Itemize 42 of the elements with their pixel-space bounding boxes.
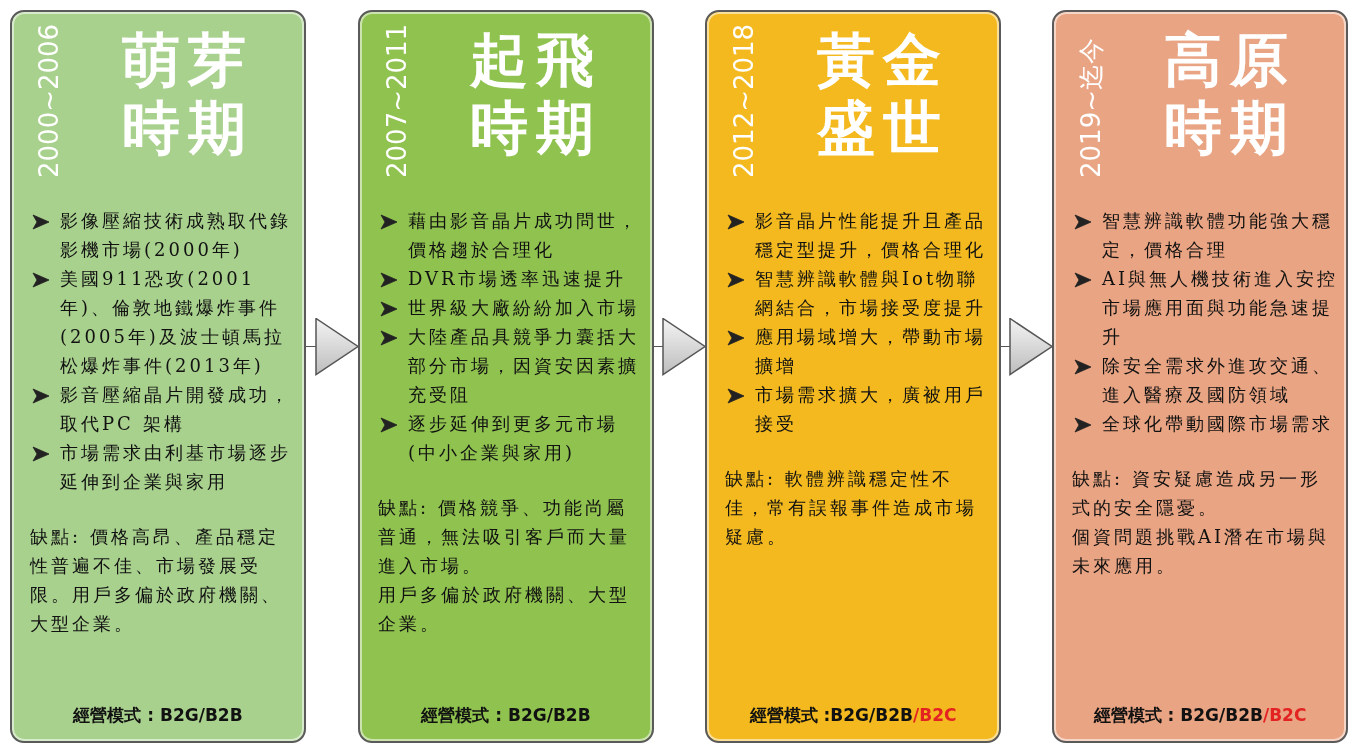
period-title: 起飛時期 [468,26,603,162]
bullet-text: 大陸產品具競爭力囊括大部分市場，因資安因素擴充受阻 [408,326,639,405]
period-title: 高原時期 [1163,26,1297,162]
bullet-text: 市場需求擴大，廣被用戶接受 [755,384,986,434]
period-title: 黃金盛世 [816,26,950,162]
bullet-text: AI與無人機技術進入安控市場應用面與功能急速提升 [1102,268,1339,347]
bullet-text: 市場需求由利基市場逐步延伸到企業與家用 [60,442,291,492]
business-model-text: 經營模式 : B2G/B2B [421,705,591,725]
period-panel [1052,10,1348,743]
business-model-extension: /B2C [1262,705,1307,725]
chevron-arrow [1000,317,1053,376]
drawback-text: 缺點: 資安疑慮造成另一形式的安全隱憂。 [1072,467,1322,520]
period-title: 萌芽時期 [121,26,255,162]
business-model-extension: /B2C [912,705,957,725]
bullet-text: 除安全需求外進攻交通、進入醫療及國防領域 [1102,355,1333,405]
period-panel [705,10,1001,743]
period-panel [10,10,306,743]
drawback-text: 缺點: 價格高昂、產品穩定性普遍不佳、市場發展受限。用戶多偏於政府機關、大型企業。 [30,525,283,636]
bullet-text: DVR市場透率迅速提升 [408,268,626,289]
bullet-text: 應用場域增大，帶動市場擴增 [755,326,986,376]
bullet-text: 全球化帶動國際市場需求 [1102,413,1333,434]
year-range-label: 2019~迄今 [1075,37,1107,178]
drawback-text: 用戶多偏於政府機關、大型企業。 [378,583,631,636]
business-model-text: 經營模式 :B2G/B2B [749,705,913,725]
bullet-text: 影音晶片性能提升且產品穩定型提升，價格合理化 [755,210,986,260]
bullet-text: 美國911恐攻(2001年)、倫敦地鐵爆炸事件(2005年)及波士頓馬拉松爆炸事件(2013年) [60,268,285,376]
drawback-text: 缺點: 價格競爭、功能尚屬普通，無法吸引客戶而大量進入市場。 [378,496,631,578]
year-range-label: 2007~2011 [381,28,413,178]
bullet-text: 藉由影音晶片成功問世，價格趨於合理化 [408,210,639,260]
bullet-text: 影像壓縮技術成熟取代錄影機市場(2000年) [60,210,291,260]
drawback-text: 缺點: 軟體辨識穩定性不佳，常有誤報事件造成市場疑慮。 [725,467,978,549]
bullet-text: 世界級大廠紛紛加入市場 [408,297,639,318]
bullet-text: 智慧辨識軟體功能強大穩定，價格合理 [1102,210,1333,260]
bullet-text: 智慧辨識軟體與Iot物聯網結合，市場接受度提升 [755,268,986,318]
bullet-text: 影音壓縮晶片開發成功，取代PC 架構 [60,384,291,434]
period-panel [358,10,654,743]
bullet-text: 逐步延伸到更多元市場(中小企業與家用) [408,413,618,463]
chevron-arrow [305,317,359,376]
business-model-text: 經營模式 : B2G/B2B [73,705,243,725]
drawback-text: 個資問題挑戰AI潛在市場與未來應用。 [1072,525,1331,578]
chevron-arrow [653,317,706,376]
business-model-text: 經營模式 : B2G/B2B [1093,705,1263,725]
